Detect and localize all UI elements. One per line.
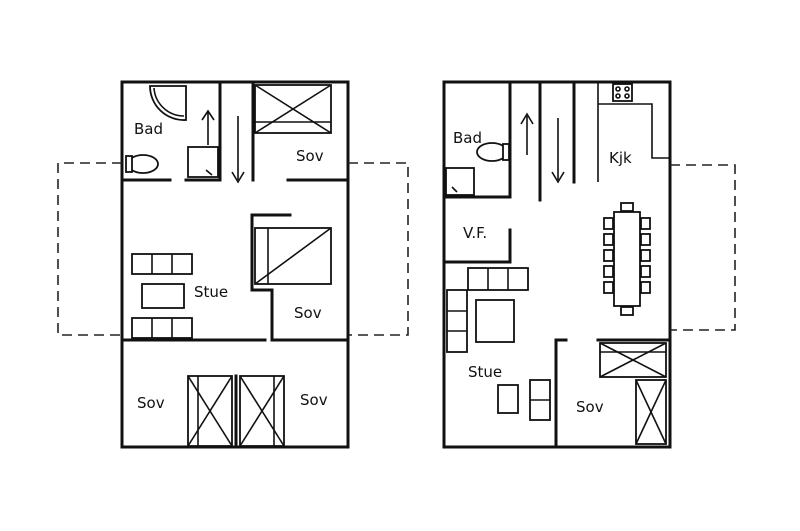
chair-icon	[640, 265, 651, 278]
room-label-sov: Sov	[300, 391, 328, 409]
bed-cross	[635, 379, 667, 445]
chair-icon	[640, 233, 651, 246]
dining-table-icon	[613, 211, 641, 307]
stove-burner	[615, 93, 621, 99]
chair-icon	[603, 249, 614, 262]
bed-cross	[599, 342, 667, 378]
bed-cross	[239, 375, 285, 447]
sofa-icon	[446, 289, 468, 353]
arrow-up-head	[201, 109, 215, 121]
room-label-kjk: Kjk	[609, 149, 632, 167]
shower-icon	[149, 85, 187, 121]
room-label-sov: Sov	[294, 304, 322, 322]
dining-chairs	[603, 202, 651, 316]
chair-icon	[603, 265, 614, 278]
room-label-vf: V.F.	[463, 224, 487, 242]
stove-burner	[624, 86, 630, 92]
terrace-outline-right	[348, 162, 409, 336]
shower-mark	[451, 186, 458, 193]
sofa-icon	[131, 317, 193, 339]
room-label-bad: Bad	[453, 129, 482, 147]
arrow-down-head	[231, 171, 245, 184]
terrace-outline-left	[57, 162, 122, 336]
landing-mark	[205, 169, 213, 176]
bed-cross	[187, 375, 233, 447]
side-table-icon	[497, 384, 519, 414]
terrace-outline-right	[670, 164, 736, 331]
kitchen-counter	[597, 82, 670, 182]
floor-plan-right: Bad Kjk V.F. Stue Sov	[442, 80, 736, 449]
chair-icon	[620, 202, 634, 212]
stove-icon	[612, 83, 633, 102]
room-label-bad: Bad	[134, 120, 163, 138]
shower-icon	[445, 167, 475, 196]
room-label-sov: Sov	[576, 398, 604, 416]
room-label-stue: Stue	[468, 363, 502, 381]
chair-icon	[603, 233, 614, 246]
arrow-down-head	[551, 171, 565, 184]
floor-plan-left: Bad Sov Stue Sov Sov Sov	[57, 80, 409, 449]
shower-curve	[153, 87, 185, 117]
stove-burner	[615, 86, 621, 92]
stove-burner	[624, 93, 630, 99]
bed-cross	[254, 84, 332, 134]
room-label-sov: Sov	[137, 394, 165, 412]
toilet-tank	[125, 155, 133, 173]
chair-icon	[640, 249, 651, 262]
chair-icon	[603, 217, 614, 230]
room-label-sov: Sov	[296, 147, 324, 165]
room-label-stue: Stue	[194, 283, 228, 301]
toilet-tank	[502, 143, 510, 161]
chair-icon	[640, 217, 651, 230]
coffee-table-icon	[475, 299, 515, 343]
arrow-up-head	[520, 112, 534, 125]
coffee-table-icon	[141, 283, 185, 309]
stair-landing	[187, 146, 219, 178]
sofa-icon	[131, 253, 193, 275]
chair-icon	[640, 281, 651, 294]
chair-icon	[603, 281, 614, 294]
chair-icon	[620, 306, 634, 316]
sofa-icon	[467, 267, 529, 291]
